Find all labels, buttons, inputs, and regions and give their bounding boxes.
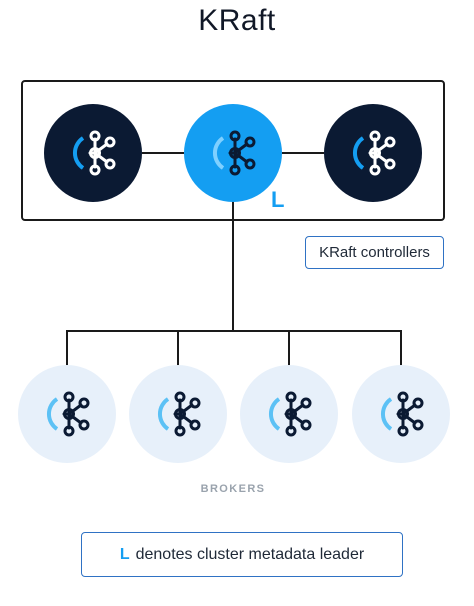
broker-node-3 <box>240 365 338 463</box>
controller-node-1 <box>44 104 142 202</box>
controller-node-3 <box>324 104 422 202</box>
broker-node-4 <box>352 365 450 463</box>
page-title: KRaft <box>198 4 276 37</box>
legend-text: denotes cluster metadata leader <box>135 545 365 563</box>
legend-mark: L <box>119 545 130 563</box>
broker-node-1 <box>18 365 116 463</box>
broker-node-2 <box>129 365 227 463</box>
leader-mark: L <box>271 187 285 212</box>
controllers-label: KRaft controllers <box>305 236 444 269</box>
controllers-label-text: KRaft controllers <box>319 244 430 261</box>
controller-node-leader <box>184 104 282 202</box>
brokers-label: BROKERS <box>200 483 266 495</box>
legend: L denotes cluster metadata leader <box>81 532 403 577</box>
